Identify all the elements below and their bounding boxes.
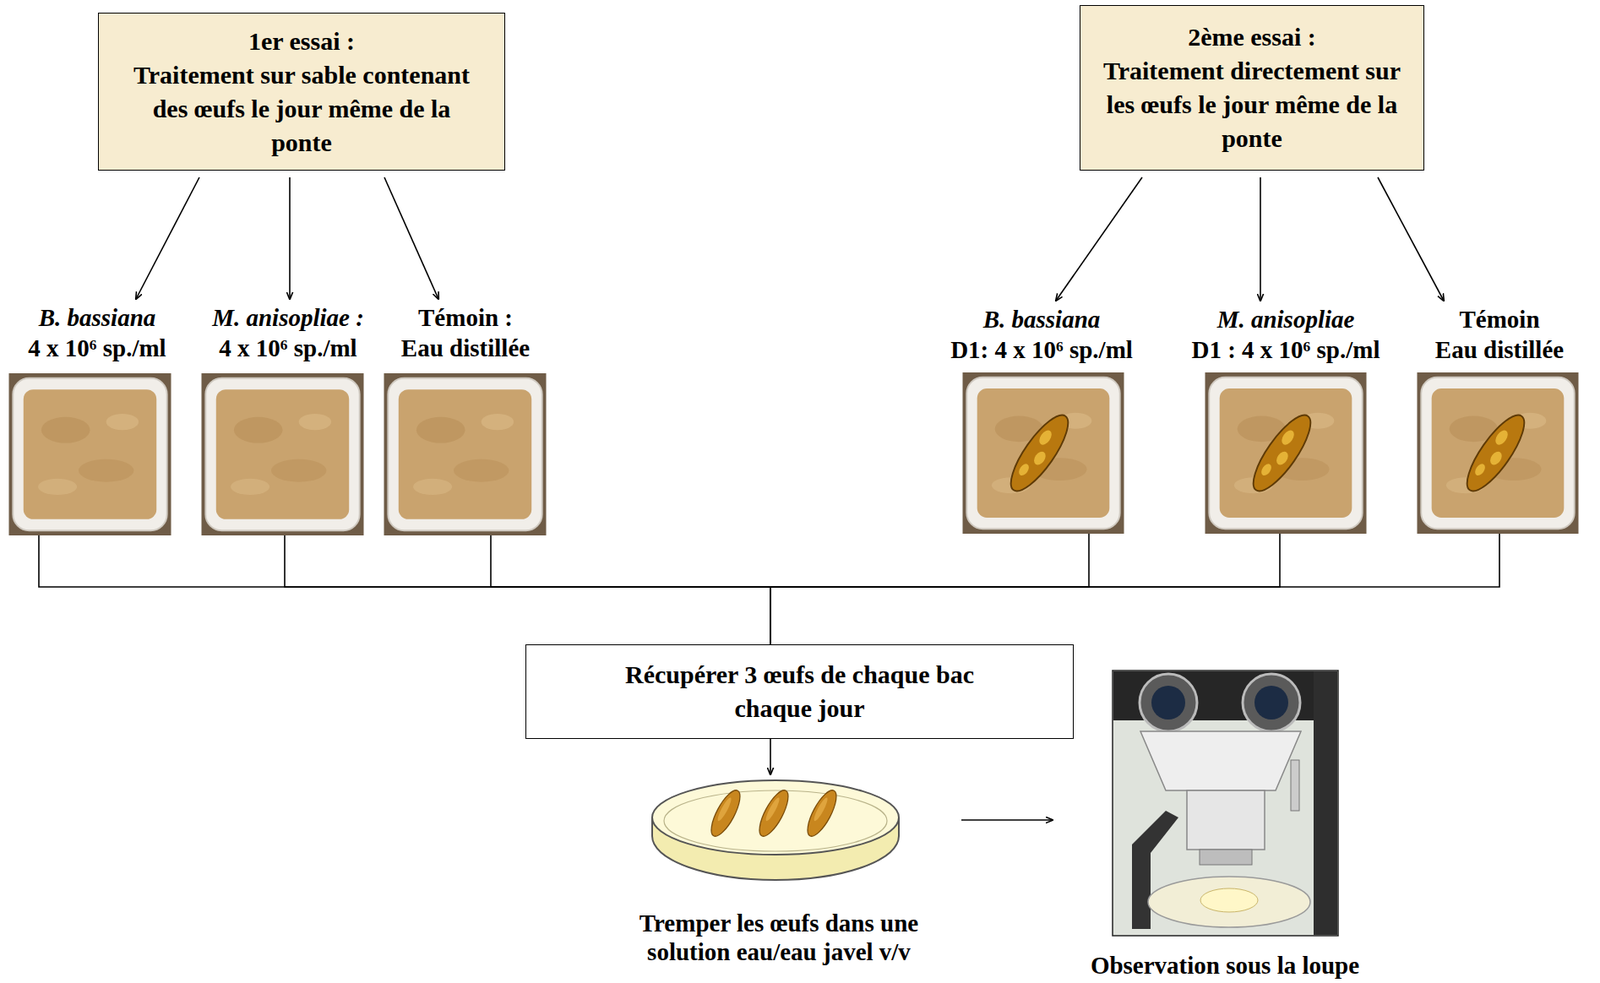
box-text: Traitement directement sur les œufs le j… bbox=[1099, 54, 1405, 156]
process-box: Récupérer 3 œufs de chaque bac chaque jo… bbox=[525, 644, 1074, 740]
box-text: 1er essai : bbox=[124, 24, 479, 59]
egg bbox=[706, 786, 746, 840]
connector bbox=[288, 177, 291, 300]
treatment-label: 4 x 10⁶ sp./ml bbox=[3, 332, 191, 364]
connector bbox=[284, 535, 771, 645]
photo-frame bbox=[1112, 670, 1339, 937]
treatment-label: D1: 4 x 10⁶ sp./ml bbox=[919, 334, 1165, 365]
eyepiece-lens bbox=[1151, 685, 1186, 720]
treatment-label: D1 : 4 x 10⁶ sp./ml bbox=[1167, 334, 1405, 365]
treatment-label: Eau distillée bbox=[1407, 334, 1592, 365]
step-picture: Tremper les œufs dans une solution eau/e… bbox=[601, 777, 957, 969]
egg-pod bbox=[1001, 408, 1078, 499]
step-caption: Observation sous la loupe bbox=[1055, 951, 1394, 980]
eyepiece-lens bbox=[1254, 685, 1289, 720]
eyepiece bbox=[1242, 674, 1301, 732]
egg-pod bbox=[1244, 408, 1321, 499]
treatment-label: B. bassiana bbox=[3, 302, 191, 333]
box-text: Récupérer 3 œufs de chaque bac chaque jo… bbox=[593, 658, 1006, 726]
treatment-label: Témoin : bbox=[381, 302, 550, 333]
process-box: 1er essai :Traitement sur sable contenan… bbox=[97, 12, 506, 171]
treatment-tub: M. anisopliae :4 x 10⁶ sp./ml bbox=[195, 302, 381, 536]
eyepiece bbox=[1139, 674, 1198, 732]
microscope-head bbox=[1140, 731, 1301, 791]
focus-knob bbox=[1290, 760, 1300, 811]
sand-tub bbox=[201, 373, 365, 536]
treatment-label: Eau distillée bbox=[381, 332, 550, 364]
dish-top bbox=[652, 780, 899, 855]
sand-tub bbox=[384, 373, 547, 536]
connector bbox=[1259, 177, 1262, 301]
stage-plate bbox=[1148, 876, 1311, 928]
treatment-label: 4 x 10⁶ sp./ml bbox=[195, 332, 381, 364]
treatment-tub: M. anisopliaeD1 : 4 x 10⁶ sp./ml bbox=[1167, 304, 1405, 534]
sand-tub bbox=[1205, 372, 1367, 534]
connector bbox=[770, 533, 1089, 645]
objective bbox=[1199, 849, 1252, 866]
treatment-label: M. anisopliae bbox=[1167, 304, 1405, 335]
sand-tub bbox=[1417, 372, 1579, 534]
egg bbox=[754, 786, 795, 840]
treatment-label: B. bassiana bbox=[919, 304, 1165, 335]
sand-tub bbox=[9, 373, 172, 536]
photo-dark bbox=[1313, 671, 1338, 936]
petri-dish bbox=[652, 780, 899, 881]
egg bbox=[802, 786, 843, 840]
treatment-tub: TémoinEau distillée bbox=[1407, 304, 1592, 534]
treatment-label: Témoin bbox=[1407, 304, 1592, 335]
zoom-body bbox=[1186, 790, 1265, 850]
connector bbox=[769, 739, 772, 775]
box-text: Traitement sur sable contenant des œufs … bbox=[124, 58, 479, 160]
connector bbox=[1377, 177, 1444, 301]
sand-tub bbox=[963, 372, 1125, 534]
connector bbox=[384, 177, 439, 300]
connector bbox=[1055, 177, 1143, 301]
connector bbox=[490, 535, 771, 645]
connector bbox=[770, 533, 1500, 645]
treatment-label: M. anisopliae : bbox=[195, 302, 381, 333]
connector bbox=[961, 819, 1053, 822]
connector bbox=[136, 177, 200, 300]
connector bbox=[770, 533, 1280, 645]
process-box: 2ème essai :Traitement directement sur l… bbox=[1079, 5, 1425, 171]
stereo-microscope bbox=[1112, 670, 1339, 937]
egg-pod bbox=[1458, 408, 1535, 499]
light-spot bbox=[1200, 888, 1258, 913]
treatment-tub: B. bassiana4 x 10⁶ sp./ml bbox=[3, 302, 191, 536]
treatment-tub: Témoin :Eau distillée bbox=[381, 302, 550, 536]
connector bbox=[38, 535, 771, 645]
step-caption: Tremper les œufs dans une solution eau/e… bbox=[601, 908, 957, 967]
box-text: 2ème essai : bbox=[1099, 20, 1405, 55]
treatment-tub: B. bassianaD1: 4 x 10⁶ sp./ml bbox=[919, 304, 1165, 534]
step-picture: Observation sous la loupe bbox=[1055, 667, 1394, 982]
